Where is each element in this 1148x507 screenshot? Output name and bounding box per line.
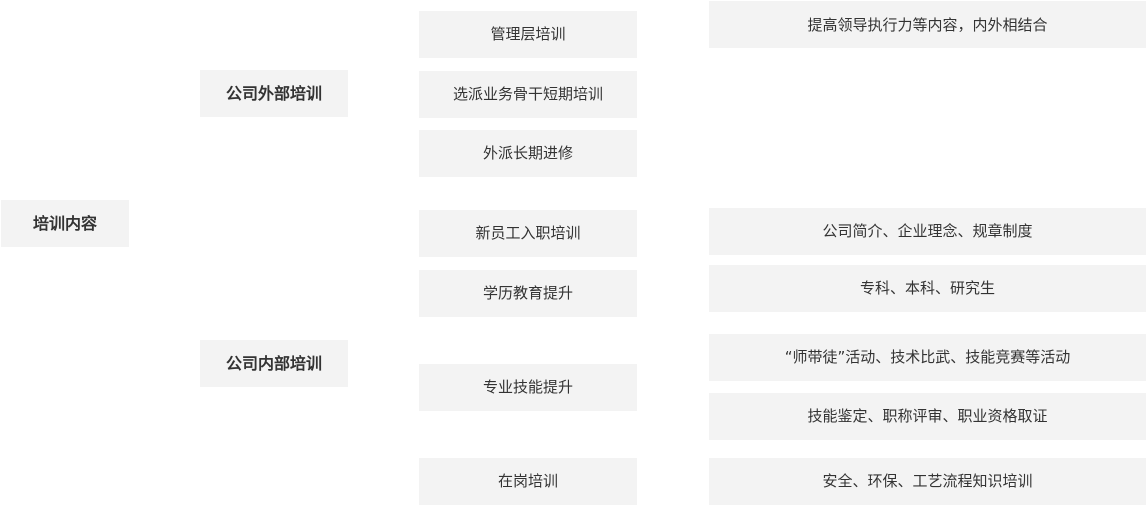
detail-degrees: 专科、本科、研究生: [709, 265, 1146, 312]
item-long-term-study: 外派长期进修: [419, 130, 637, 177]
item-new-employee-training: 新员工入职培训: [419, 210, 637, 257]
item-on-the-job-training: 在岗培训: [419, 458, 637, 505]
category-internal-training: 公司内部培训: [200, 340, 348, 387]
detail-skill-certification: 技能鉴定、职称评审、职业资格取证: [709, 393, 1146, 440]
detail-leadership: 提高领导执行力等内容，内外相结合: [709, 1, 1146, 48]
category-external-training: 公司外部培训: [200, 70, 348, 117]
item-short-term-training: 选派业务骨干短期培训: [419, 71, 637, 118]
detail-safety-training: 安全、环保、工艺流程知识培训: [709, 458, 1146, 505]
item-education-upgrade: 学历教育提升: [419, 270, 637, 317]
detail-mentoring-activities: “师带徒”活动、技术比武、技能竞赛等活动: [709, 334, 1146, 381]
item-management-training: 管理层培训: [419, 11, 637, 58]
root-node: 培训内容: [1, 200, 129, 247]
detail-company-intro: 公司简介、企业理念、规章制度: [709, 208, 1146, 255]
item-skill-upgrade: 专业技能提升: [419, 364, 637, 411]
